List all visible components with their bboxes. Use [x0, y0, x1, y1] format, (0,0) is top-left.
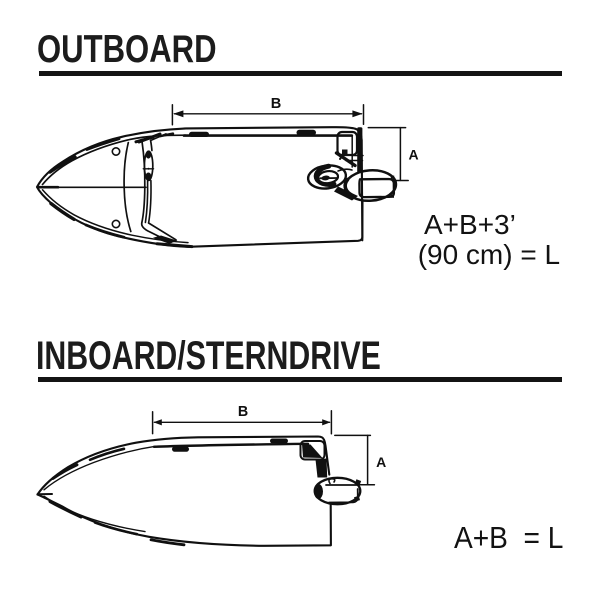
svg-text:A: A: [376, 454, 386, 470]
svg-text:B: B: [238, 404, 248, 420]
svg-text:B: B: [271, 96, 282, 112]
svg-text:A: A: [409, 147, 419, 163]
